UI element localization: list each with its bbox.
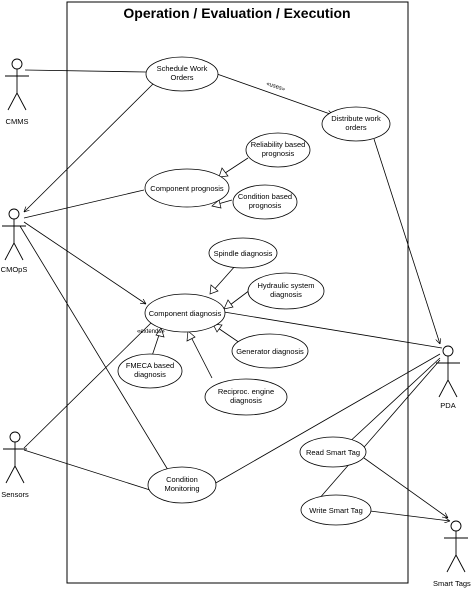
use-case-read-smart-tag[interactable]: Read Smart Tag: [299, 436, 367, 468]
assoc-schedule-cmops: [24, 81, 156, 212]
svg-text:orders: orders: [345, 123, 367, 132]
use-case-write-smart-tag[interactable]: Write Smart Tag: [300, 494, 372, 526]
system-boundary: [66, 1, 409, 584]
assoc-cmops-diagnosis: [23, 221, 146, 304]
svg-text:diagnosis: diagnosis: [134, 370, 166, 379]
actor-figure-icon: [444, 520, 468, 573]
gen-spindle-diagnosis: [211, 264, 237, 293]
actor-smart-tags[interactable]: Smart Tags: [433, 520, 471, 588]
svg-text:Reliability based: Reliability based: [251, 140, 306, 149]
assoc-write-pda: [317, 359, 441, 501]
assoc-diagnosis-pda: [223, 311, 443, 349]
extends-stereotype-label: «extends»: [137, 329, 165, 335]
svg-text:Read Smart Tag: Read Smart Tag: [306, 448, 360, 457]
svg-text:Schedule Work: Schedule Work: [157, 64, 208, 73]
svg-text:CMMS: CMMS: [6, 117, 29, 126]
svg-text:Spindle diagnosis: Spindle diagnosis: [214, 249, 273, 258]
use-case-component-diagnosis[interactable]: Component diagnosis: [144, 293, 226, 333]
use-case-hydraulic-system-diagnosis[interactable]: Hydraulic system diagnosis: [247, 272, 325, 310]
svg-text:prognosis: prognosis: [262, 149, 295, 158]
svg-text:Hydraulic system: Hydraulic system: [257, 281, 314, 290]
actor-figure-icon: [2, 208, 26, 261]
assoc-cmops-prognosis: [23, 189, 145, 219]
svg-text:Component prognosis: Component prognosis: [150, 184, 224, 193]
gen-arrow-reliability: [218, 167, 229, 178]
gen-hydraulic-diagnosis: [229, 289, 251, 306]
assoc-read-pda: [344, 357, 441, 447]
svg-text:Condition based: Condition based: [238, 192, 292, 201]
use-case-spindle-diagnosis[interactable]: Spindle diagnosis: [208, 237, 278, 269]
svg-text:Orders: Orders: [171, 73, 194, 82]
actor-figure-icon: [3, 431, 27, 484]
assoc-read-smarttags: [363, 457, 448, 518]
actor-sensors[interactable]: Sensors: [1, 431, 29, 499]
gen-arrow-reciproc: [186, 330, 196, 342]
svg-text:Component diagnosis: Component diagnosis: [149, 309, 222, 318]
svg-text:prognosis: prognosis: [249, 201, 282, 210]
svg-text:CMOpS: CMOpS: [1, 265, 28, 274]
assoc-sensors-diagnosis: [23, 321, 153, 449]
assoc-write-smarttags: [369, 510, 450, 521]
uses-stereotype-label: «uses»: [265, 81, 286, 93]
gen-arrow-fmeca: [155, 327, 165, 338]
actor-figure-icon: [5, 58, 29, 111]
use-case-schedule-work-orders[interactable]: Schedule Work Orders: [145, 56, 219, 92]
use-case-fmeca-based-diagnosis[interactable]: FMECA based diagnosis: [117, 353, 183, 389]
actor-figure-icon: [436, 345, 460, 398]
gen-arrow-spindle: [209, 284, 219, 295]
svg-text:Monitoring: Monitoring: [164, 484, 199, 493]
svg-text:Reciproc. engine: Reciproc. engine: [218, 387, 274, 396]
svg-text:PDA: PDA: [440, 401, 455, 410]
svg-text:FMECA based: FMECA based: [126, 361, 174, 370]
svg-text:Distribute work: Distribute work: [331, 114, 381, 123]
assoc-cmops-monitoring: [19, 225, 169, 471]
association-lines: [19, 69, 450, 521]
actor-pda[interactable]: PDA: [436, 345, 460, 410]
assoc-sensors-monitoring: [23, 449, 151, 491]
actor-cmops[interactable]: CMOpS: [1, 208, 28, 274]
assoc-cmms-schedule: [24, 69, 147, 73]
generalization-lines: [151, 157, 251, 379]
svg-text:Sensors: Sensors: [1, 490, 29, 499]
svg-text:diagnosis: diagnosis: [270, 290, 302, 299]
svg-text:Smart Tags: Smart Tags: [433, 579, 471, 588]
use-case-reliability-based-prognosis[interactable]: Reliability based prognosis: [245, 132, 311, 168]
gen-arrow-condition: [211, 199, 222, 209]
assoc-distribute-pda: [373, 138, 440, 344]
svg-text:Condition: Condition: [166, 475, 198, 484]
use-case-component-prognosis[interactable]: Component prognosis: [144, 168, 230, 208]
svg-text:diagnosis: diagnosis: [230, 396, 262, 405]
use-case-condition-monitoring[interactable]: Condition Monitoring: [147, 466, 217, 504]
uses-schedule-distribute: [216, 73, 333, 115]
gen-generator-diagnosis: [217, 327, 241, 344]
svg-text:Generator diagnosis: Generator diagnosis: [236, 347, 304, 356]
svg-text:Write Smart Tag: Write Smart Tag: [309, 506, 363, 515]
use-case-generator-diagnosis[interactable]: Generator diagnosis: [231, 333, 309, 369]
assoc-monitoring-pda: [213, 353, 441, 485]
use-case-distribute-work-orders[interactable]: Distribute work orders: [321, 106, 391, 142]
gen-condition-prognosis: [217, 199, 233, 205]
actor-cmms[interactable]: CMMS: [5, 58, 29, 126]
use-case-condition-based-prognosis[interactable]: Condition based prognosis: [232, 184, 298, 220]
diagram-title: Operation / Evaluation / Execution: [123, 5, 350, 21]
gen-arrow-hydraulic: [223, 299, 234, 310]
gen-reciproc-diagnosis: [189, 334, 213, 379]
use-case-reciproc-engine-diagnosis[interactable]: Reciproc. engine diagnosis: [204, 378, 288, 416]
